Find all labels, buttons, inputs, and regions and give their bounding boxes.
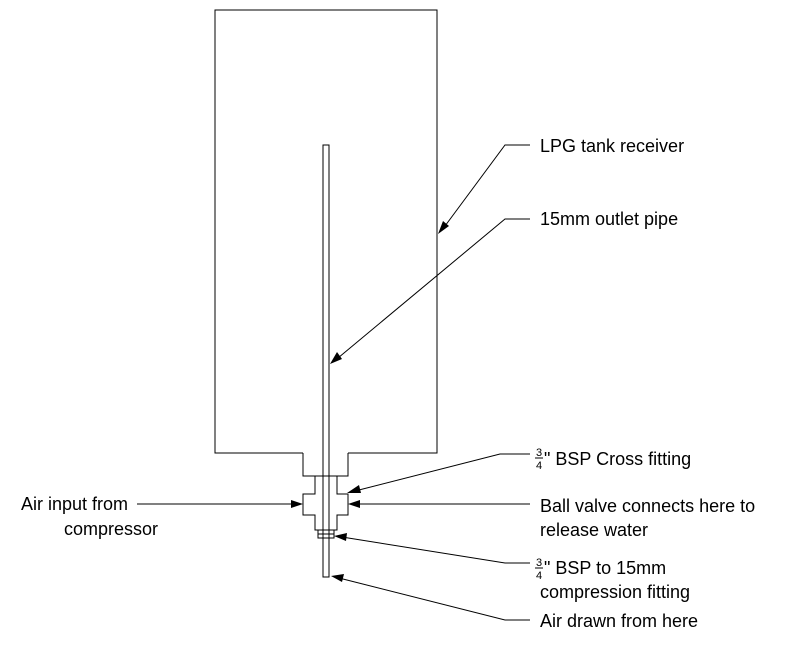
leader-air-drawn xyxy=(331,574,530,621)
leader-air-input xyxy=(137,500,303,508)
label-air-input-line1: Air input from xyxy=(21,494,128,514)
fraction-numerator: 3 xyxy=(536,557,542,569)
leader-compression-fitting xyxy=(334,533,530,564)
leader-ball-valve xyxy=(348,500,530,508)
fraction-denominator: 4 xyxy=(536,570,542,582)
leader-tank xyxy=(438,144,530,234)
label-compression-fitting: 3 4 " BSP to 15mm compression fitting xyxy=(535,557,690,602)
lpg-tank-body xyxy=(214,9,438,454)
cross-fitting xyxy=(302,475,349,531)
label-ball-valve-line2: release water xyxy=(540,520,648,540)
compression-fitting-text-line1: " BSP to 15mm xyxy=(544,558,666,578)
leader-cross-fitting xyxy=(347,453,530,493)
label-air-drawn: Air drawn from here xyxy=(540,611,698,631)
cross-fitting-text: " BSP Cross fitting xyxy=(544,449,691,469)
fraction-numerator: 3 xyxy=(536,447,542,459)
compression-fitting-text-line2: compression fitting xyxy=(540,582,690,602)
tank-neck xyxy=(302,453,349,477)
fraction-denominator: 4 xyxy=(536,460,542,472)
leader-outlet-pipe xyxy=(330,218,530,364)
label-cross-fitting: 3 4 " BSP Cross fitting xyxy=(535,447,691,472)
label-tank: LPG tank receiver xyxy=(540,136,684,156)
label-ball-valve-line1: Ball valve connects here to xyxy=(540,496,755,516)
label-outlet-pipe: 15mm outlet pipe xyxy=(540,209,678,229)
label-air-input-line2: compressor xyxy=(64,519,158,539)
outlet-pipe xyxy=(322,144,330,578)
